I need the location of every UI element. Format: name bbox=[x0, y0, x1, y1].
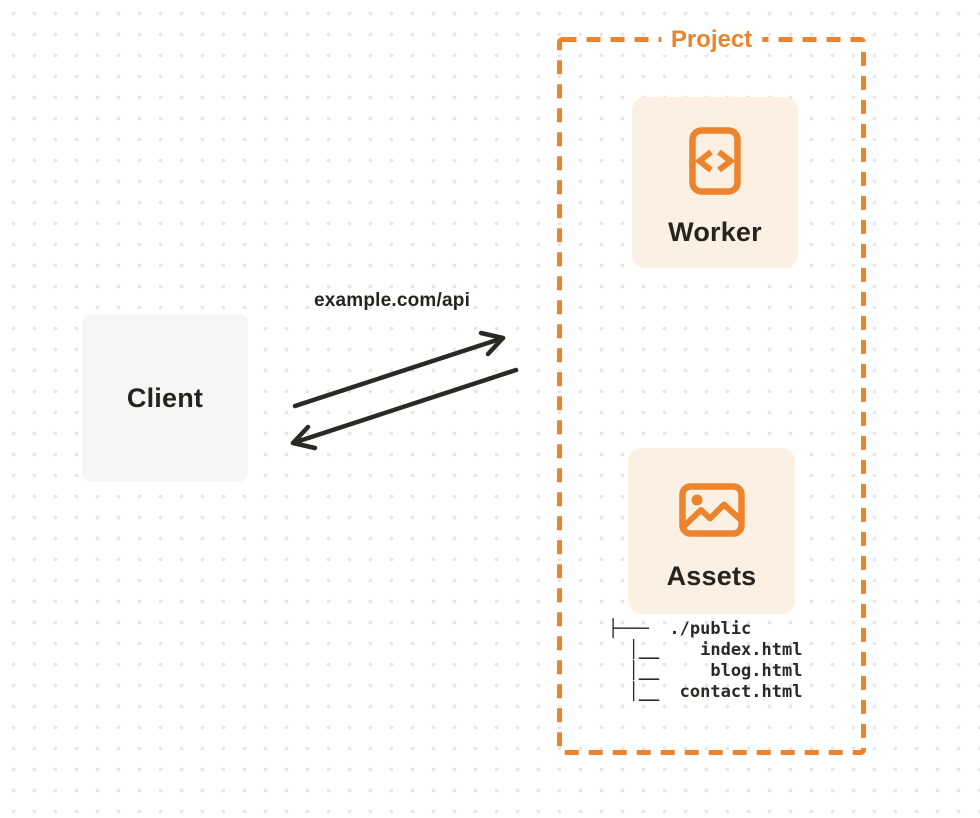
assets-node: Assets bbox=[628, 448, 795, 614]
file-tree-line-index: │__ index.html bbox=[608, 640, 803, 660]
request-arrowhead-icon bbox=[478, 330, 506, 357]
file-tree-line-contact: │__ contact.html bbox=[608, 682, 803, 702]
file-tree-line-public: ├─── ./public bbox=[608, 619, 752, 639]
response-arrow-line bbox=[290, 367, 519, 446]
assets-file-tree: ├─── ./public │__ index.html │__ blog.ht… bbox=[608, 619, 802, 703]
project-label: Project bbox=[660, 25, 763, 55]
request-arrow-line bbox=[292, 335, 506, 409]
client-node: Client bbox=[82, 314, 248, 482]
client-label: Client bbox=[126, 382, 204, 413]
code-document-icon bbox=[689, 127, 741, 195]
file-tree-line-blog: │__ blog.html bbox=[608, 661, 803, 681]
project-boundary: Project Worker Assets ├─── ./public │__ … bbox=[557, 25, 866, 755]
image-icon bbox=[678, 483, 745, 537]
worker-node: Worker bbox=[632, 97, 798, 268]
worker-label: Worker bbox=[668, 217, 762, 247]
response-arrowhead-icon bbox=[290, 424, 318, 451]
request-url-label: example.com/api bbox=[313, 290, 471, 311]
assets-label: Assets bbox=[666, 561, 757, 591]
